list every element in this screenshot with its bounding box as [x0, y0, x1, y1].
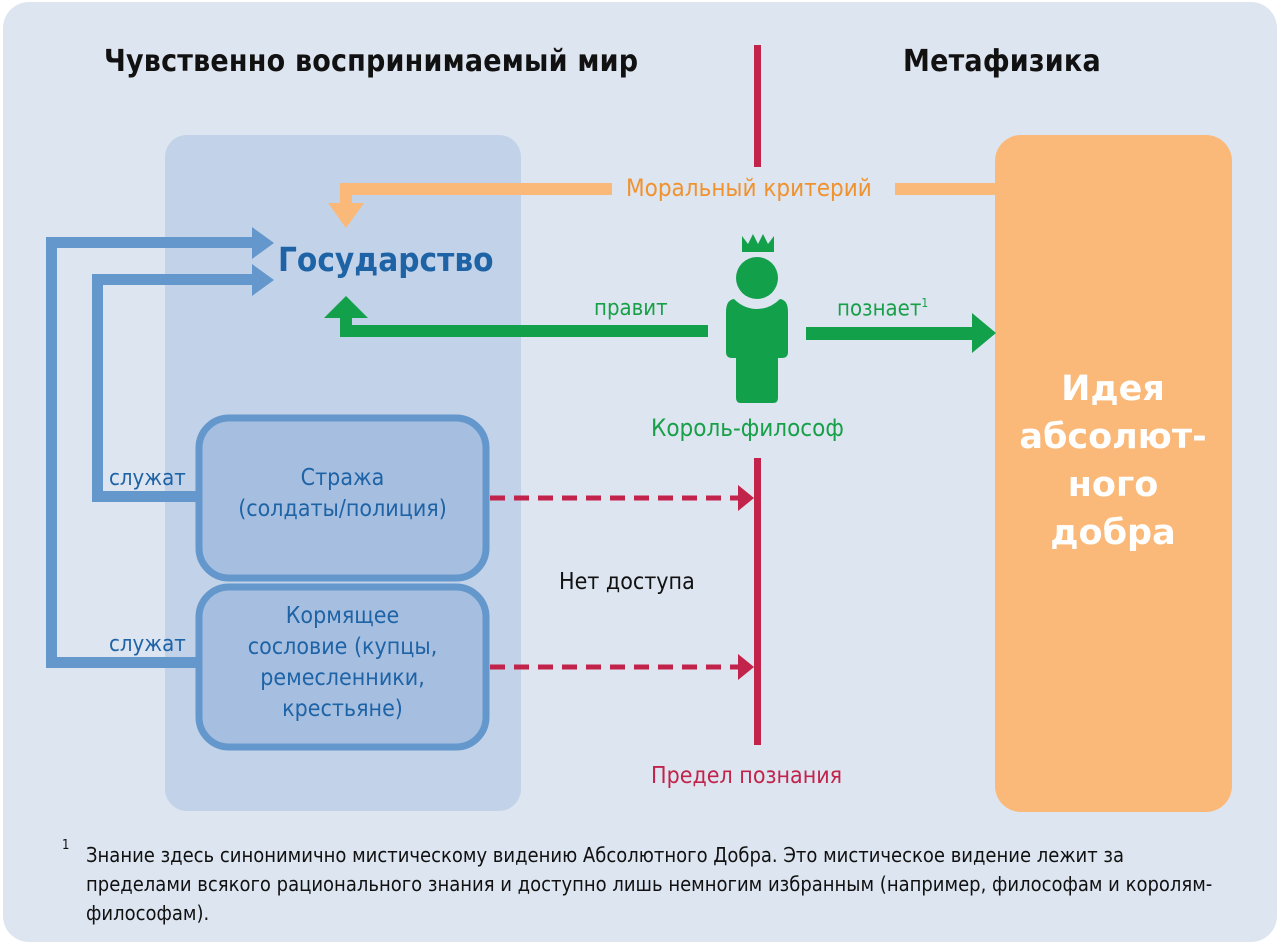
crown-icon: [742, 234, 774, 252]
producers-box: [195, 583, 490, 751]
producers-no-access-arrow: [490, 654, 754, 680]
guards-box-text: Стража (солдаты/полиция): [199, 463, 486, 525]
idea-line-2: абсолют-: [1019, 417, 1207, 457]
producers-line-2: сословие (купцы,: [247, 634, 438, 660]
footnote-text: Знание здесь синонимично мистическому ви…: [86, 843, 1213, 925]
metaphysics-heading: Метафизика: [903, 44, 1101, 79]
rules-label: правит: [594, 296, 668, 321]
producers-serve-arrow: [46, 227, 274, 668]
footnote-mark: 1: [62, 838, 70, 853]
sensory-world-heading: Чувственно воспринимаемый мир: [104, 44, 639, 79]
producers-line-4: крестьяне): [282, 696, 403, 722]
producers-line-3: ремесленники,: [260, 665, 425, 691]
knows-arrow: [806, 313, 996, 353]
footnote-ref: 1: [921, 296, 929, 310]
guards-serve-arrow: [92, 264, 274, 502]
philosopher-king-icon: [726, 234, 788, 403]
moral-criterion-arrow: [328, 183, 996, 228]
guards-no-access-arrow: [490, 485, 754, 511]
producers-serve-label: служат: [109, 632, 186, 657]
guards-serve-label: служат: [109, 466, 186, 491]
producers-line-1: Кормящее: [285, 603, 400, 629]
knows-label: познает1: [837, 296, 928, 321]
guards-line-2: (солдаты/полиция): [238, 496, 447, 522]
philosopher-king-label: Король-философ: [651, 414, 844, 442]
guards-line-1: Стража: [300, 465, 385, 491]
idea-of-good-block: [995, 135, 1232, 812]
moral-criterion-label: Моральный критерий: [626, 174, 872, 202]
idea-line-1: Идея: [1061, 369, 1165, 409]
idea-line-3: ного: [1067, 465, 1159, 505]
idea-line-4: добра: [1050, 513, 1176, 553]
state-label: Государство: [278, 240, 494, 279]
no-access-label: Нет доступа: [559, 569, 695, 595]
producers-box-text: Кормящее сословие (купцы, ремесленники, …: [199, 601, 486, 725]
limit-line-bottom: [754, 458, 761, 745]
guards-box: [195, 414, 490, 582]
knows-text: познает: [837, 296, 922, 322]
limit-of-knowledge-label: Предел познания: [651, 763, 843, 789]
limit-line-top: [754, 45, 761, 167]
rules-arrow: [324, 296, 708, 337]
idea-of-good-text: Идея абсолют- ного добра: [996, 365, 1230, 557]
